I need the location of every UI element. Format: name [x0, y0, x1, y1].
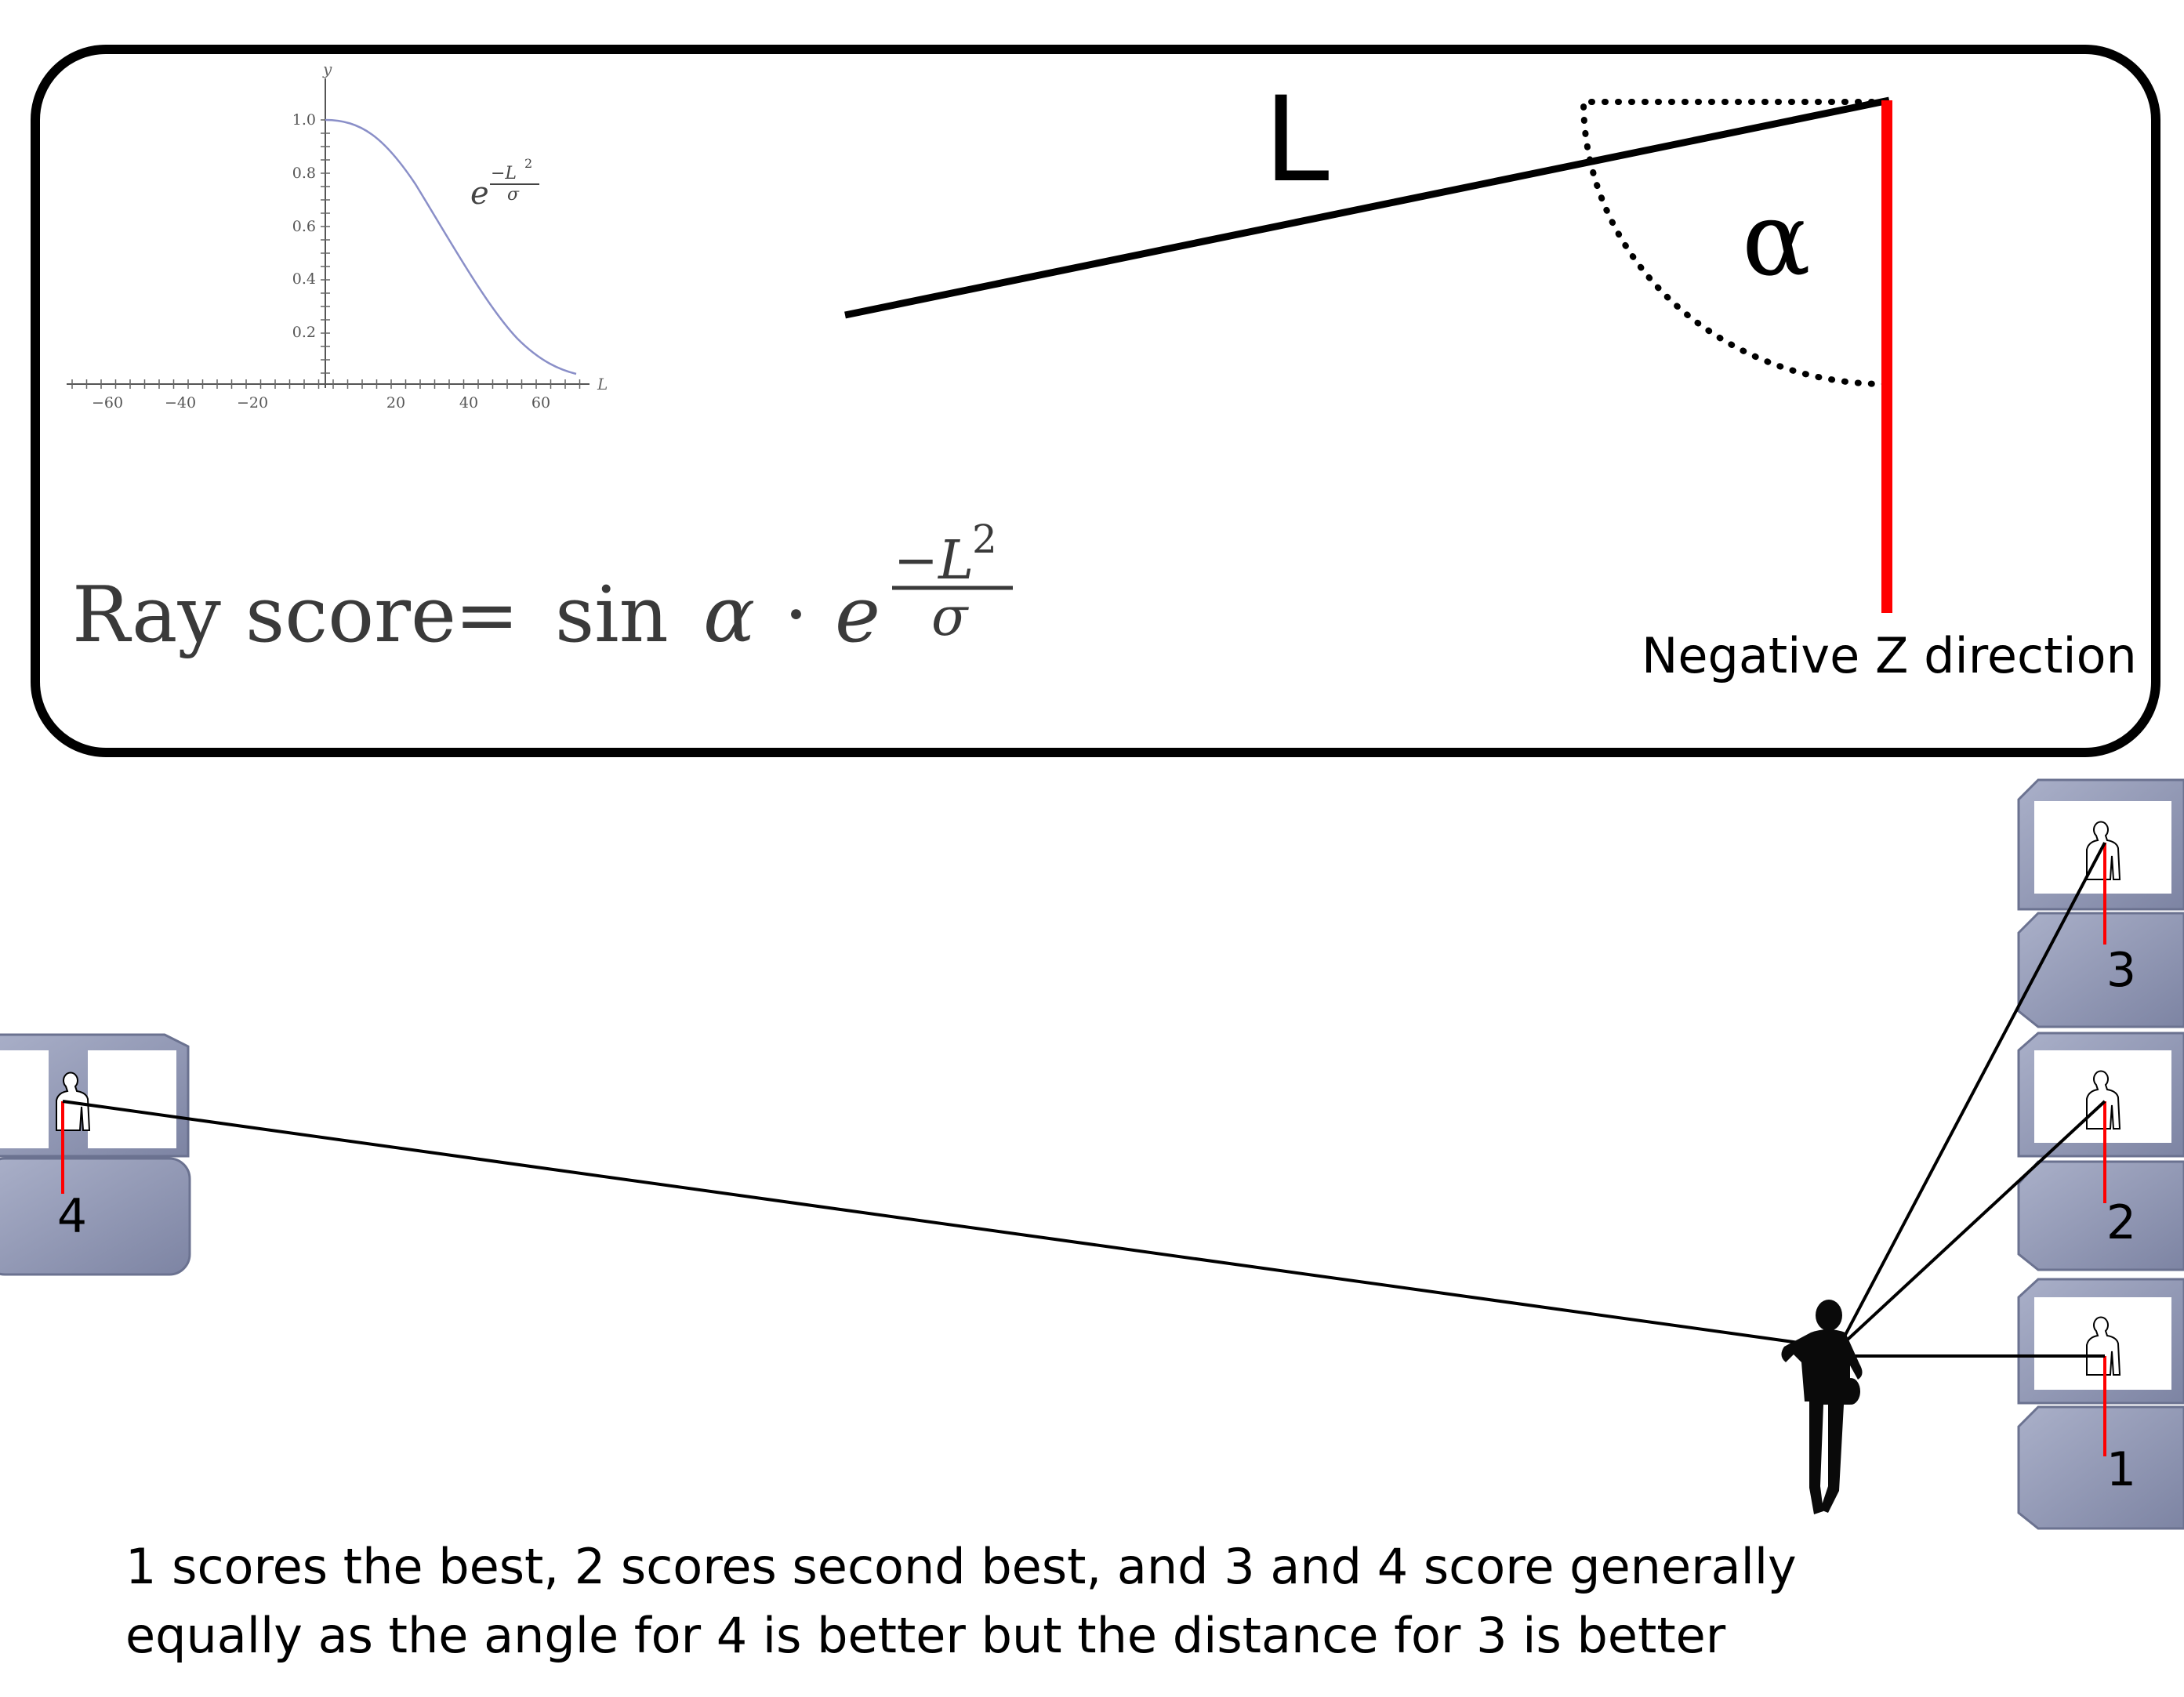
booth-4: 4 — [0, 1033, 191, 1276]
booth-base — [2017, 912, 2184, 1028]
svg-text:σ: σ — [507, 185, 520, 205]
plot-x-tick-label: −60 — [92, 394, 123, 412]
length-label: L — [1264, 72, 1330, 208]
plot-x-tick-label: 40 — [459, 394, 478, 412]
ray-length-line — [844, 96, 1890, 319]
plot-x-label: L — [597, 375, 608, 393]
plot-y-label: y — [322, 60, 332, 78]
plot-y-tick-label: 0.8 — [292, 165, 316, 182]
ray-score-formula: Ray score = sin α · e −L 2 σ — [72, 517, 1013, 660]
svg-text:e: e — [835, 571, 880, 660]
falloff-plot: y L 1.0 0.8 0.6 0.4 0.2 −60 −40 −20 20 4… — [67, 60, 608, 412]
svg-text:2: 2 — [972, 517, 997, 562]
formula-panel — [31, 45, 2160, 757]
plot-x-tick-label: −20 — [237, 394, 268, 412]
svg-text:Ray score: Ray score — [72, 571, 456, 660]
booth-base — [0, 1157, 191, 1276]
falloff-curve — [325, 118, 577, 375]
booth-label: 4 — [57, 1189, 87, 1244]
caption-line: 1 scores the best, 2 scores second best,… — [125, 1538, 1797, 1595]
ray-to-4 — [62, 1100, 1839, 1350]
booth-label: 1 — [2106, 1442, 2136, 1497]
svg-text:2: 2 — [524, 156, 532, 171]
booth-1: 1 — [2017, 1278, 2184, 1530]
view-rays — [62, 842, 2106, 1358]
svg-text:−L: −L — [491, 164, 517, 183]
plot-y-tick-label: 1.0 — [292, 111, 316, 129]
booth-label: 2 — [2106, 1195, 2136, 1250]
svg-text:=: = — [455, 571, 519, 660]
svg-text:e: e — [470, 176, 489, 212]
svg-text:σ: σ — [931, 586, 969, 648]
booth-3: 3 — [2017, 778, 2184, 1028]
plot-x-tick-label: 60 — [531, 394, 550, 412]
plot-y-tick-label: 0.4 — [292, 270, 316, 288]
booth-base — [2017, 1160, 2184, 1271]
caption: 1 scores the best, 2 scores second best,… — [125, 1532, 2085, 1670]
plot-x-tick-label: −40 — [165, 394, 196, 412]
svg-text:α: α — [703, 571, 755, 660]
angle-label: α — [1742, 179, 1811, 299]
plot-x-tick-label: 20 — [386, 394, 405, 412]
plot-curve-formula: e −L 2 σ — [470, 156, 539, 212]
viewer-silhouette — [1781, 1300, 1863, 1514]
direction-label: Negative Z direction — [1642, 627, 2137, 684]
svg-text:−L: −L — [894, 530, 974, 592]
svg-text:·: · — [784, 571, 808, 660]
ray-to-3 — [1837, 842, 2106, 1349]
booth-label: 3 — [2106, 943, 2136, 998]
booth-base — [2017, 1405, 2184, 1530]
ray-to-2 — [1837, 1100, 2106, 1350]
booth-2: 2 — [2017, 1032, 2184, 1271]
angle-arc — [1580, 99, 1888, 387]
caption-line: equally as the angle for 4 is better but… — [125, 1607, 1726, 1664]
svg-text:sin: sin — [555, 571, 669, 660]
plot-y-tick-label: 0.2 — [292, 324, 316, 341]
plot-y-tick-label: 0.6 — [292, 218, 316, 235]
